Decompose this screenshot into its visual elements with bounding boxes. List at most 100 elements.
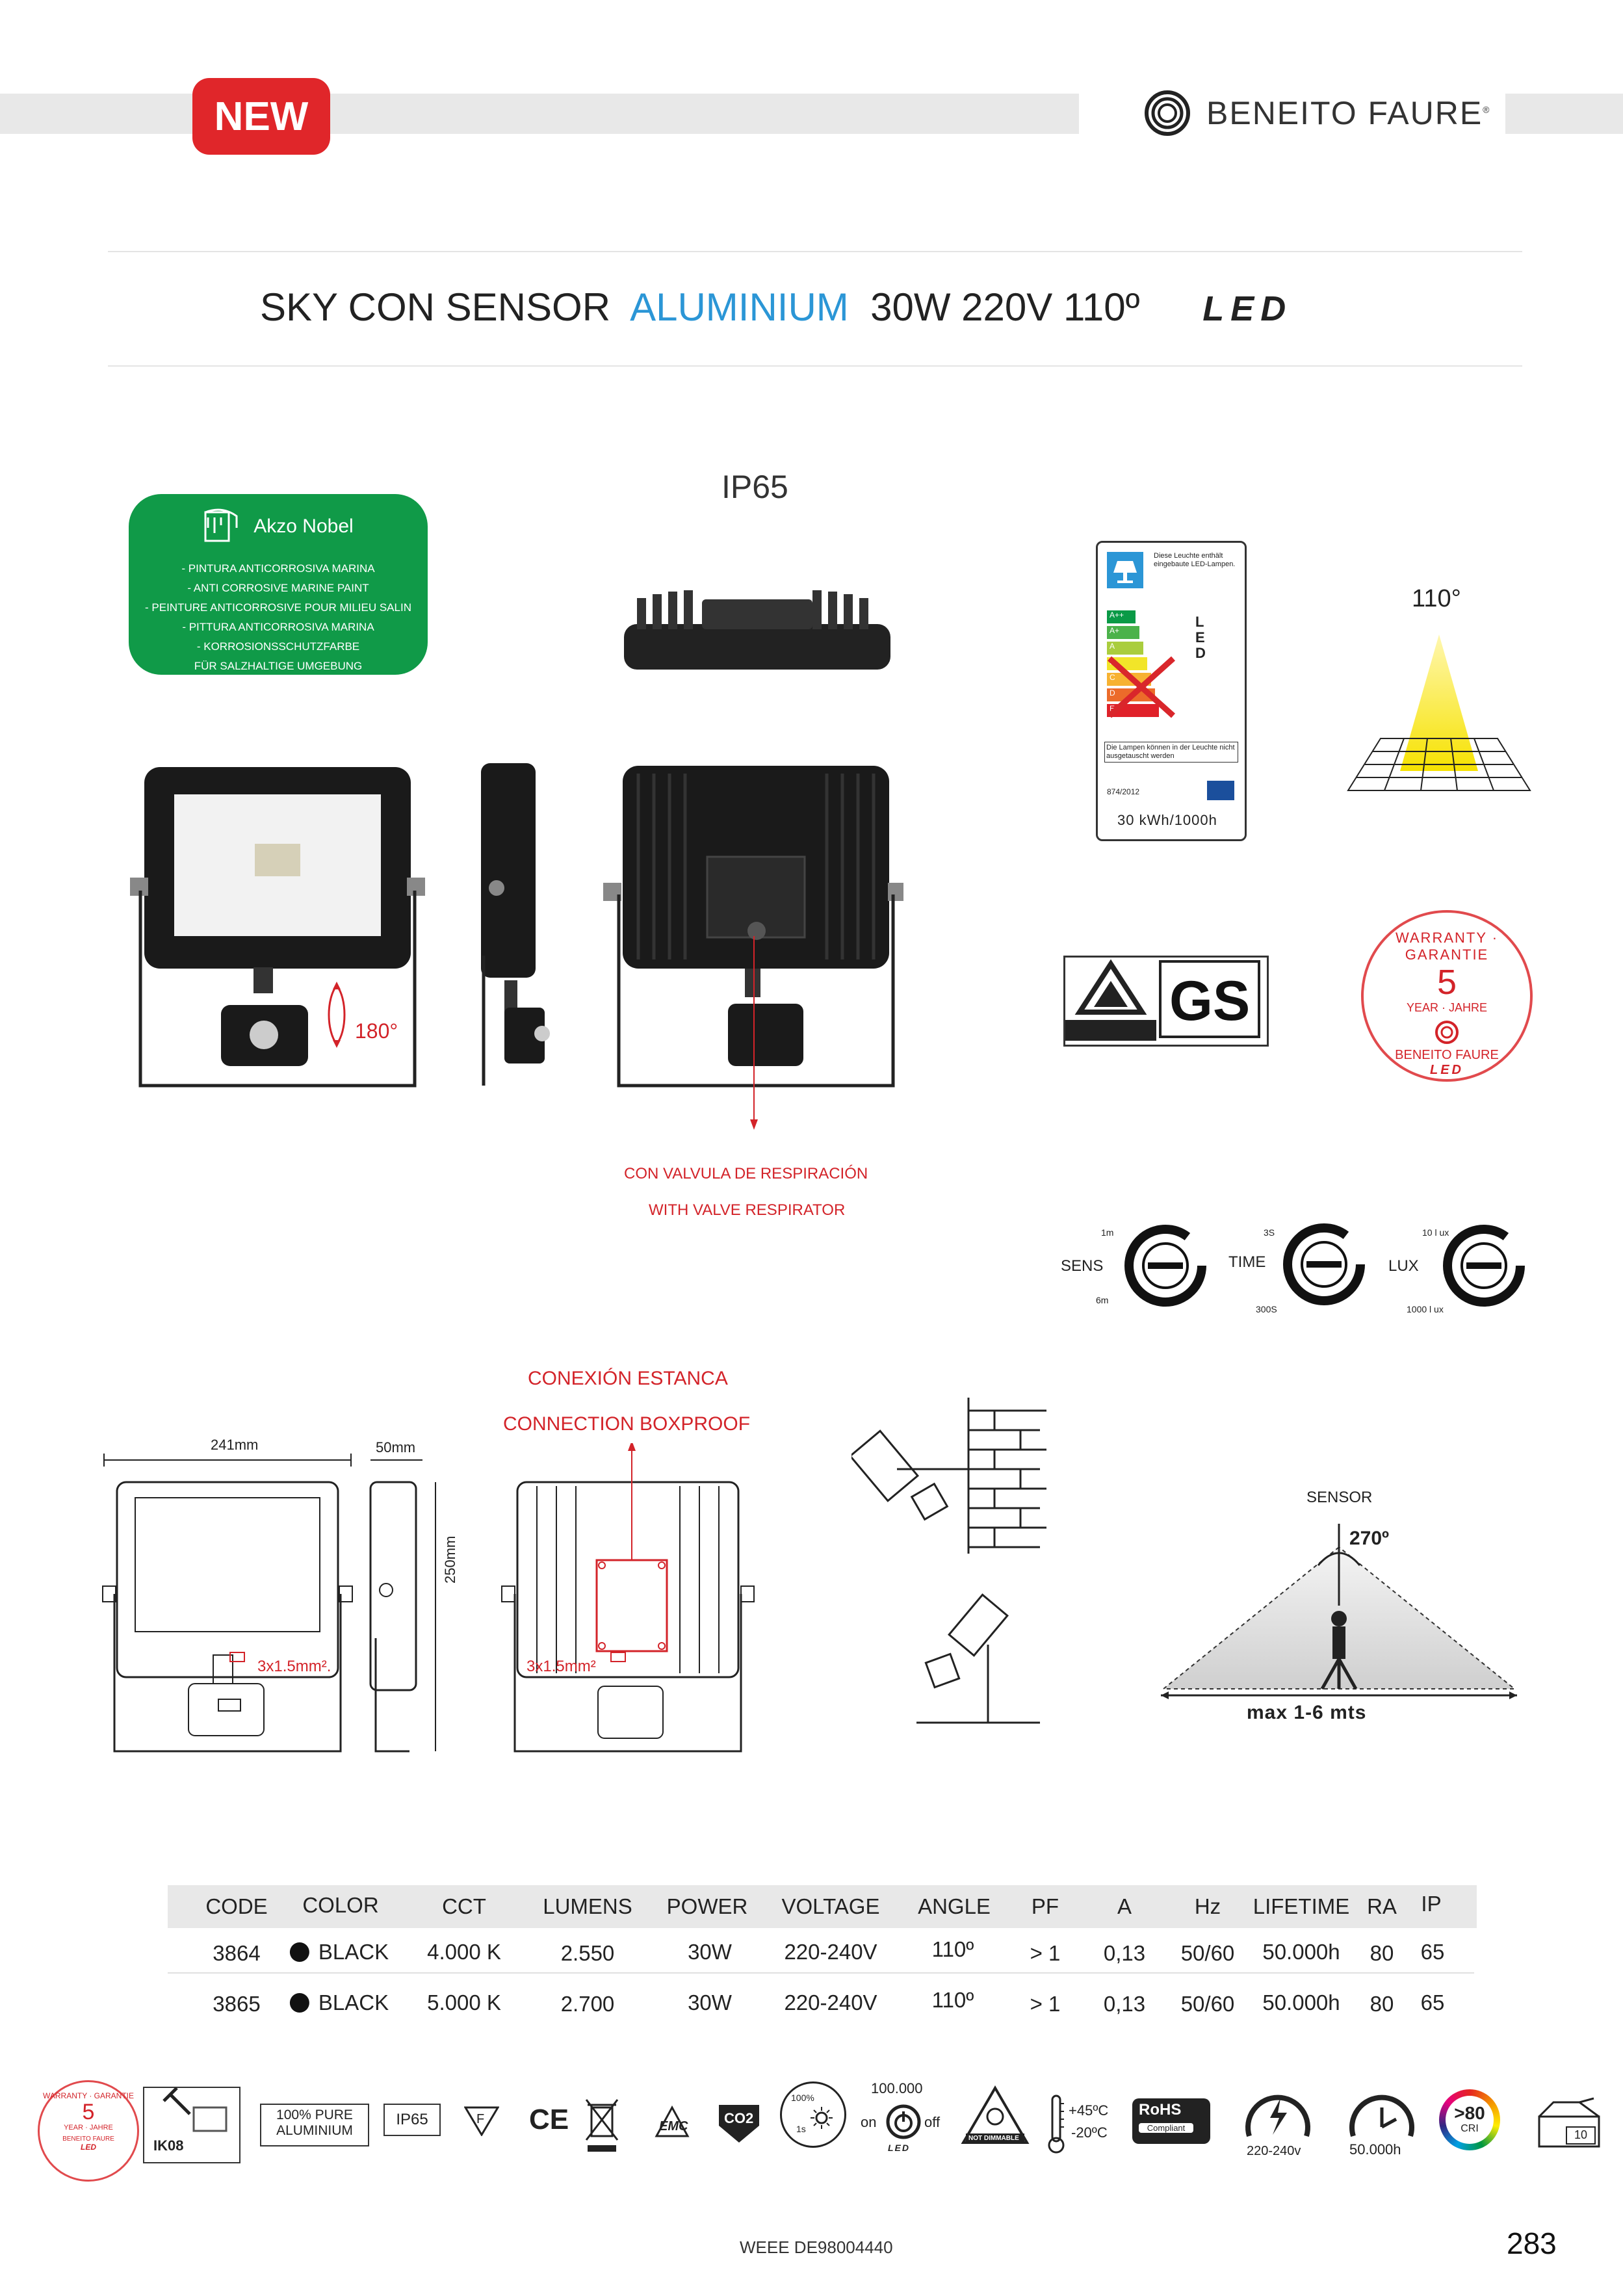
col-header-ra: RA (1367, 1894, 1397, 1918)
knob-sens: 1m SENS 6m (1054, 1210, 1217, 1314)
rohs-sub: Compliant (1139, 2123, 1193, 2133)
co2-shield-icon (719, 2105, 759, 2143)
akzo-line: - ANTI CORROSIVE MARINE PAINT (187, 582, 369, 594)
cell-angle: 110º (931, 1988, 974, 2012)
col-header-ip: IP (1421, 1892, 1442, 1916)
knob-dial-icon (1443, 1225, 1525, 1307)
lifetime-icon: 50.000h (1340, 2088, 1425, 2159)
warranty-mini-brand: BENEITO FAURE (62, 2135, 114, 2143)
table-header-row (168, 1885, 1477, 1928)
luminaire-top-view (624, 590, 890, 670)
cell-color: BLACK (289, 1940, 389, 1964)
power-button-icon (886, 2104, 921, 2139)
energy-kwh: 30 kWh/1000h (1117, 812, 1217, 828)
page-number: 283 (1507, 2226, 1557, 2260)
tuv-gs-certification-logo: GS (1063, 956, 1269, 1047)
wall-mount-illustration (851, 1398, 1046, 1554)
akzo-name: Akzo Nobel (253, 515, 354, 537)
connection-es: CONEXIÓN ESTANCA (528, 1368, 728, 1389)
rohs-icon: RoHS Compliant (1132, 2098, 1210, 2144)
knob-dial-icon (1124, 1225, 1206, 1307)
col-header-pf: PF (1031, 1894, 1059, 1918)
cell-color: BLACK (289, 1990, 389, 2015)
cell-lumens: 2.550 (560, 1941, 615, 1965)
dim-width: 241mm (211, 1437, 259, 1453)
cell-ip: 65 (1420, 1940, 1445, 1964)
cell-power: 30W (688, 1990, 732, 2015)
emc-text: EMC (659, 2119, 688, 2133)
col-header-power: POWER (666, 1894, 748, 1918)
akzo-nobel-badge: Akzo Nobel - PINTURA ANTICORROSIVA MARIN… (129, 494, 428, 675)
dimmer-triangle-icon (961, 2085, 1030, 2144)
co2-text: CO2 (724, 2110, 754, 2126)
header-band-right (1505, 94, 1623, 134)
warranty-led: LED (1430, 1063, 1464, 1077)
energy-led-text: L E D (1195, 614, 1206, 661)
brand-reg: ® (1483, 104, 1491, 115)
excluded-classes-cross-icon (1107, 656, 1176, 718)
hammer-icon (162, 2087, 227, 2132)
header-band-left (0, 94, 1079, 134)
instant-on-icon: 100% 1s (780, 2081, 846, 2148)
switch-led: LED (888, 2143, 910, 2153)
connection-en: CONNECTION BOXPROOF (503, 1413, 751, 1435)
warranty-brand: BENEITO FAURE (1395, 1048, 1499, 1062)
cell-ra: 80 (1370, 1941, 1394, 1965)
temp-min: -20ºC (1071, 2124, 1108, 2141)
warranty-mini-top: WARRANTY · GARANTIE (42, 2091, 134, 2100)
col-header-cct: CCT (442, 1894, 486, 1918)
energy-text-bottom: Die Lampen können in der Leuchte nicht a… (1104, 742, 1238, 763)
lifetime-text: 50.000h (1349, 2141, 1401, 2158)
title-rule-top (108, 251, 1522, 252)
spec-table: CODE COLOR CCT LUMENS POWER VOLTAGE ANGL… (0, 1885, 1623, 2016)
color-swatch-black (289, 1993, 309, 2013)
col-header-voltage: VOLTAGE (781, 1894, 880, 1918)
switch-cycles-icon: 100.000 on off LED (858, 2080, 946, 2165)
instant-seconds: 1s (796, 2124, 806, 2134)
warranty-brand-ring-icon (1435, 1021, 1459, 1044)
cell-angle: 110º (931, 1937, 974, 1961)
luminaire-front-view (130, 767, 425, 1088)
cell-code: 3864 (213, 1941, 261, 1965)
cell-ra: 80 (1370, 1992, 1394, 2016)
warranty-sub: YEAR · JAHRE (1406, 1001, 1488, 1014)
cell-a: 0,13 (1103, 1992, 1146, 2016)
paint-bucket-icon (204, 508, 238, 542)
knob-min: 1m (1101, 1227, 1114, 1238)
cell-lifetime: 50.000h (1262, 1990, 1340, 2015)
voltage-icon: 220-240v (1235, 2088, 1319, 2159)
cell-code: 3865 (213, 1992, 261, 2016)
box-quantity: 10 (1574, 2128, 1588, 2141)
cell-a: 0,13 (1103, 1941, 1146, 1965)
akzo-line: FÜR SALZHALTIGE UMGEBUNG (194, 660, 363, 672)
sun-icon (811, 2107, 833, 2129)
col-header-color: COLOR (302, 1893, 379, 1917)
energy-regulation: 874/2012 (1107, 787, 1140, 796)
knob-max: 1000 l ux (1407, 1304, 1444, 1314)
knob-label: SENS (1061, 1257, 1104, 1275)
cell-pf: > 1 (1030, 1992, 1061, 2016)
rohs-text: RoHS (1139, 2101, 1182, 2119)
cell-ip: 65 (1420, 1990, 1445, 2015)
lightning-gauge-icon (1245, 2094, 1310, 2137)
not-dimmable-text: NOT DIMMABLE (968, 2135, 1019, 2142)
ik-rating-icon: IK08 (143, 2087, 240, 2163)
dimension-drawing (102, 1443, 755, 1753)
valve-text-en: WITH VALVE RESPIRATOR (649, 1201, 846, 1219)
cell-cct: 5.000 K (427, 1990, 501, 2015)
ground-mount-illustration (916, 1593, 1040, 1724)
box-icon (1538, 2097, 1600, 2148)
cell-power: 30W (688, 1940, 732, 1964)
clock-gauge-icon (1349, 2094, 1414, 2137)
weee-registration: WEEE DE98004440 (740, 2237, 893, 2257)
warranty-years: 5 (1436, 963, 1457, 1002)
knob-min: 3S (1264, 1227, 1275, 1238)
not-dimmable-icon: NOT DIMMABLE (959, 2084, 1031, 2149)
cri-label: CRI (1461, 2123, 1479, 2134)
akzo-line: - PEINTURE ANTICORROSIVE POUR MILIEU SAL… (145, 601, 411, 614)
product-title: SKY CON SENSOR ALUMINIUM 30W 220V 110º L… (260, 285, 1292, 330)
weee-bin-icon (585, 2099, 619, 2152)
knob-label: TIME (1228, 1253, 1266, 1271)
knob-label: LUX (1388, 1257, 1419, 1275)
cell-pf: > 1 (1030, 1941, 1061, 1965)
